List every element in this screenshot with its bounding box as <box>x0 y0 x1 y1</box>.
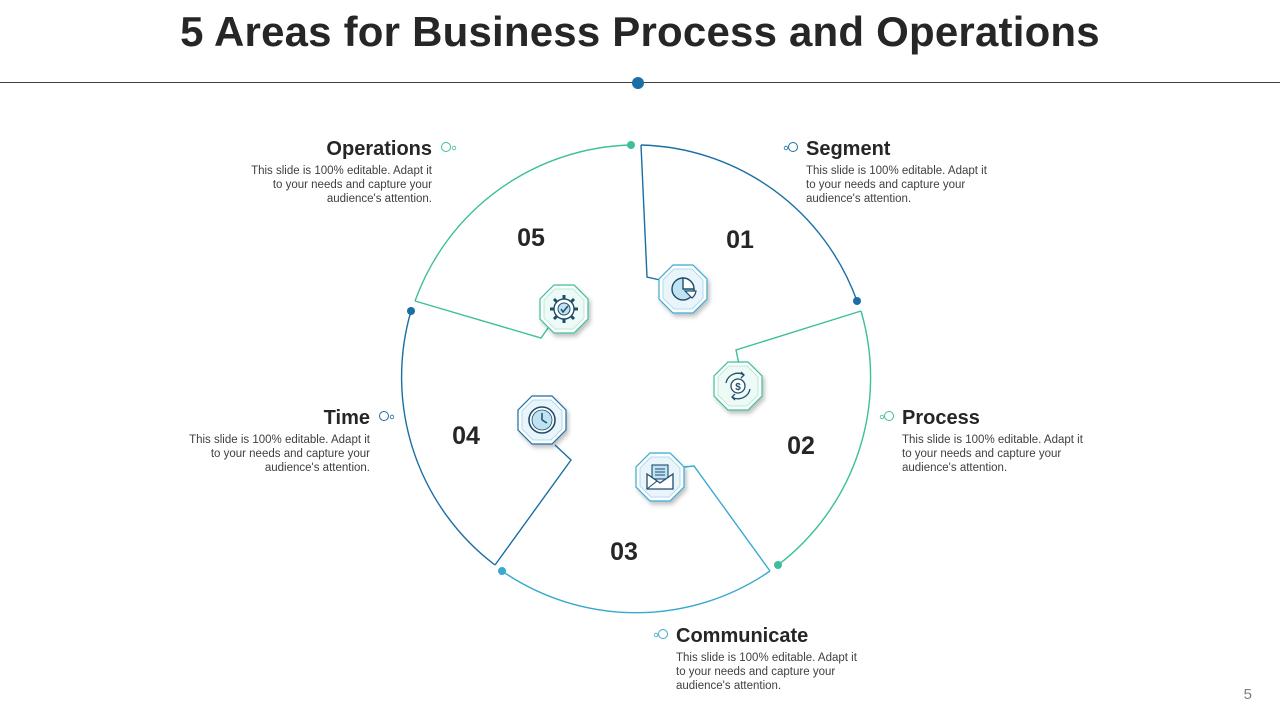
title-divider-dot <box>632 77 644 89</box>
segment-02-number: 02 <box>787 432 815 460</box>
arc-dot <box>407 307 415 315</box>
arc-dot <box>498 567 506 575</box>
dollar-cycle-icon: $ <box>713 361 763 411</box>
segment-05-description: This slide is 100% editable. Adapt it to… <box>251 165 432 205</box>
segment-03-outline <box>501 465 771 614</box>
segment-01-number: 01 <box>726 226 754 254</box>
page-number: 5 <box>1243 686 1252 703</box>
segment-04-description: This slide is 100% editable. Adapt it to… <box>189 434 370 474</box>
clock-icon <box>517 395 567 445</box>
segment-04-outline <box>400 310 572 566</box>
arc-dot <box>627 141 635 149</box>
svg-text:$: $ <box>735 382 741 393</box>
gear-check-icon <box>539 284 589 334</box>
segment-05-number: 05 <box>517 224 545 252</box>
segment-01-label: Segment This slide is 100% editable. Ada… <box>806 137 1006 206</box>
segment-01-outline <box>640 144 858 302</box>
page-title: 5 Areas for Business Process and Operati… <box>180 8 1100 55</box>
segment-04-label: Time This slide is 100% editable. Adapt … <box>180 406 370 475</box>
segment-02-title: Process <box>902 407 980 429</box>
segment-03-description: This slide is 100% editable. Adapt it to… <box>676 652 857 692</box>
segment-05-outline <box>414 144 632 339</box>
segment-02-description: This slide is 100% editable. Adapt it to… <box>902 434 1083 474</box>
segment-05-label: Operations This slide is 100% editable. … <box>242 137 432 206</box>
segment-02-label: Process This slide is 100% editable. Ada… <box>902 406 1102 475</box>
segment-03-number: 03 <box>610 538 638 566</box>
segment-01-title: Segment <box>806 138 891 160</box>
segment-01-description: This slide is 100% editable. Adapt it to… <box>806 165 987 205</box>
bubble-decoration <box>379 142 894 639</box>
segment-03-title: Communicate <box>676 625 809 647</box>
segment-04-title: Time <box>323 407 370 429</box>
envelope-icon <box>635 452 685 502</box>
segment-05-title: Operations <box>326 138 432 160</box>
arc-dot <box>853 297 861 305</box>
segment-02-outline <box>735 310 872 566</box>
pie-chart-icon <box>658 264 708 314</box>
segment-03-label: Communicate This slide is 100% editable.… <box>676 624 876 693</box>
segment-04-number: 04 <box>452 422 480 450</box>
arc-dot <box>774 561 782 569</box>
